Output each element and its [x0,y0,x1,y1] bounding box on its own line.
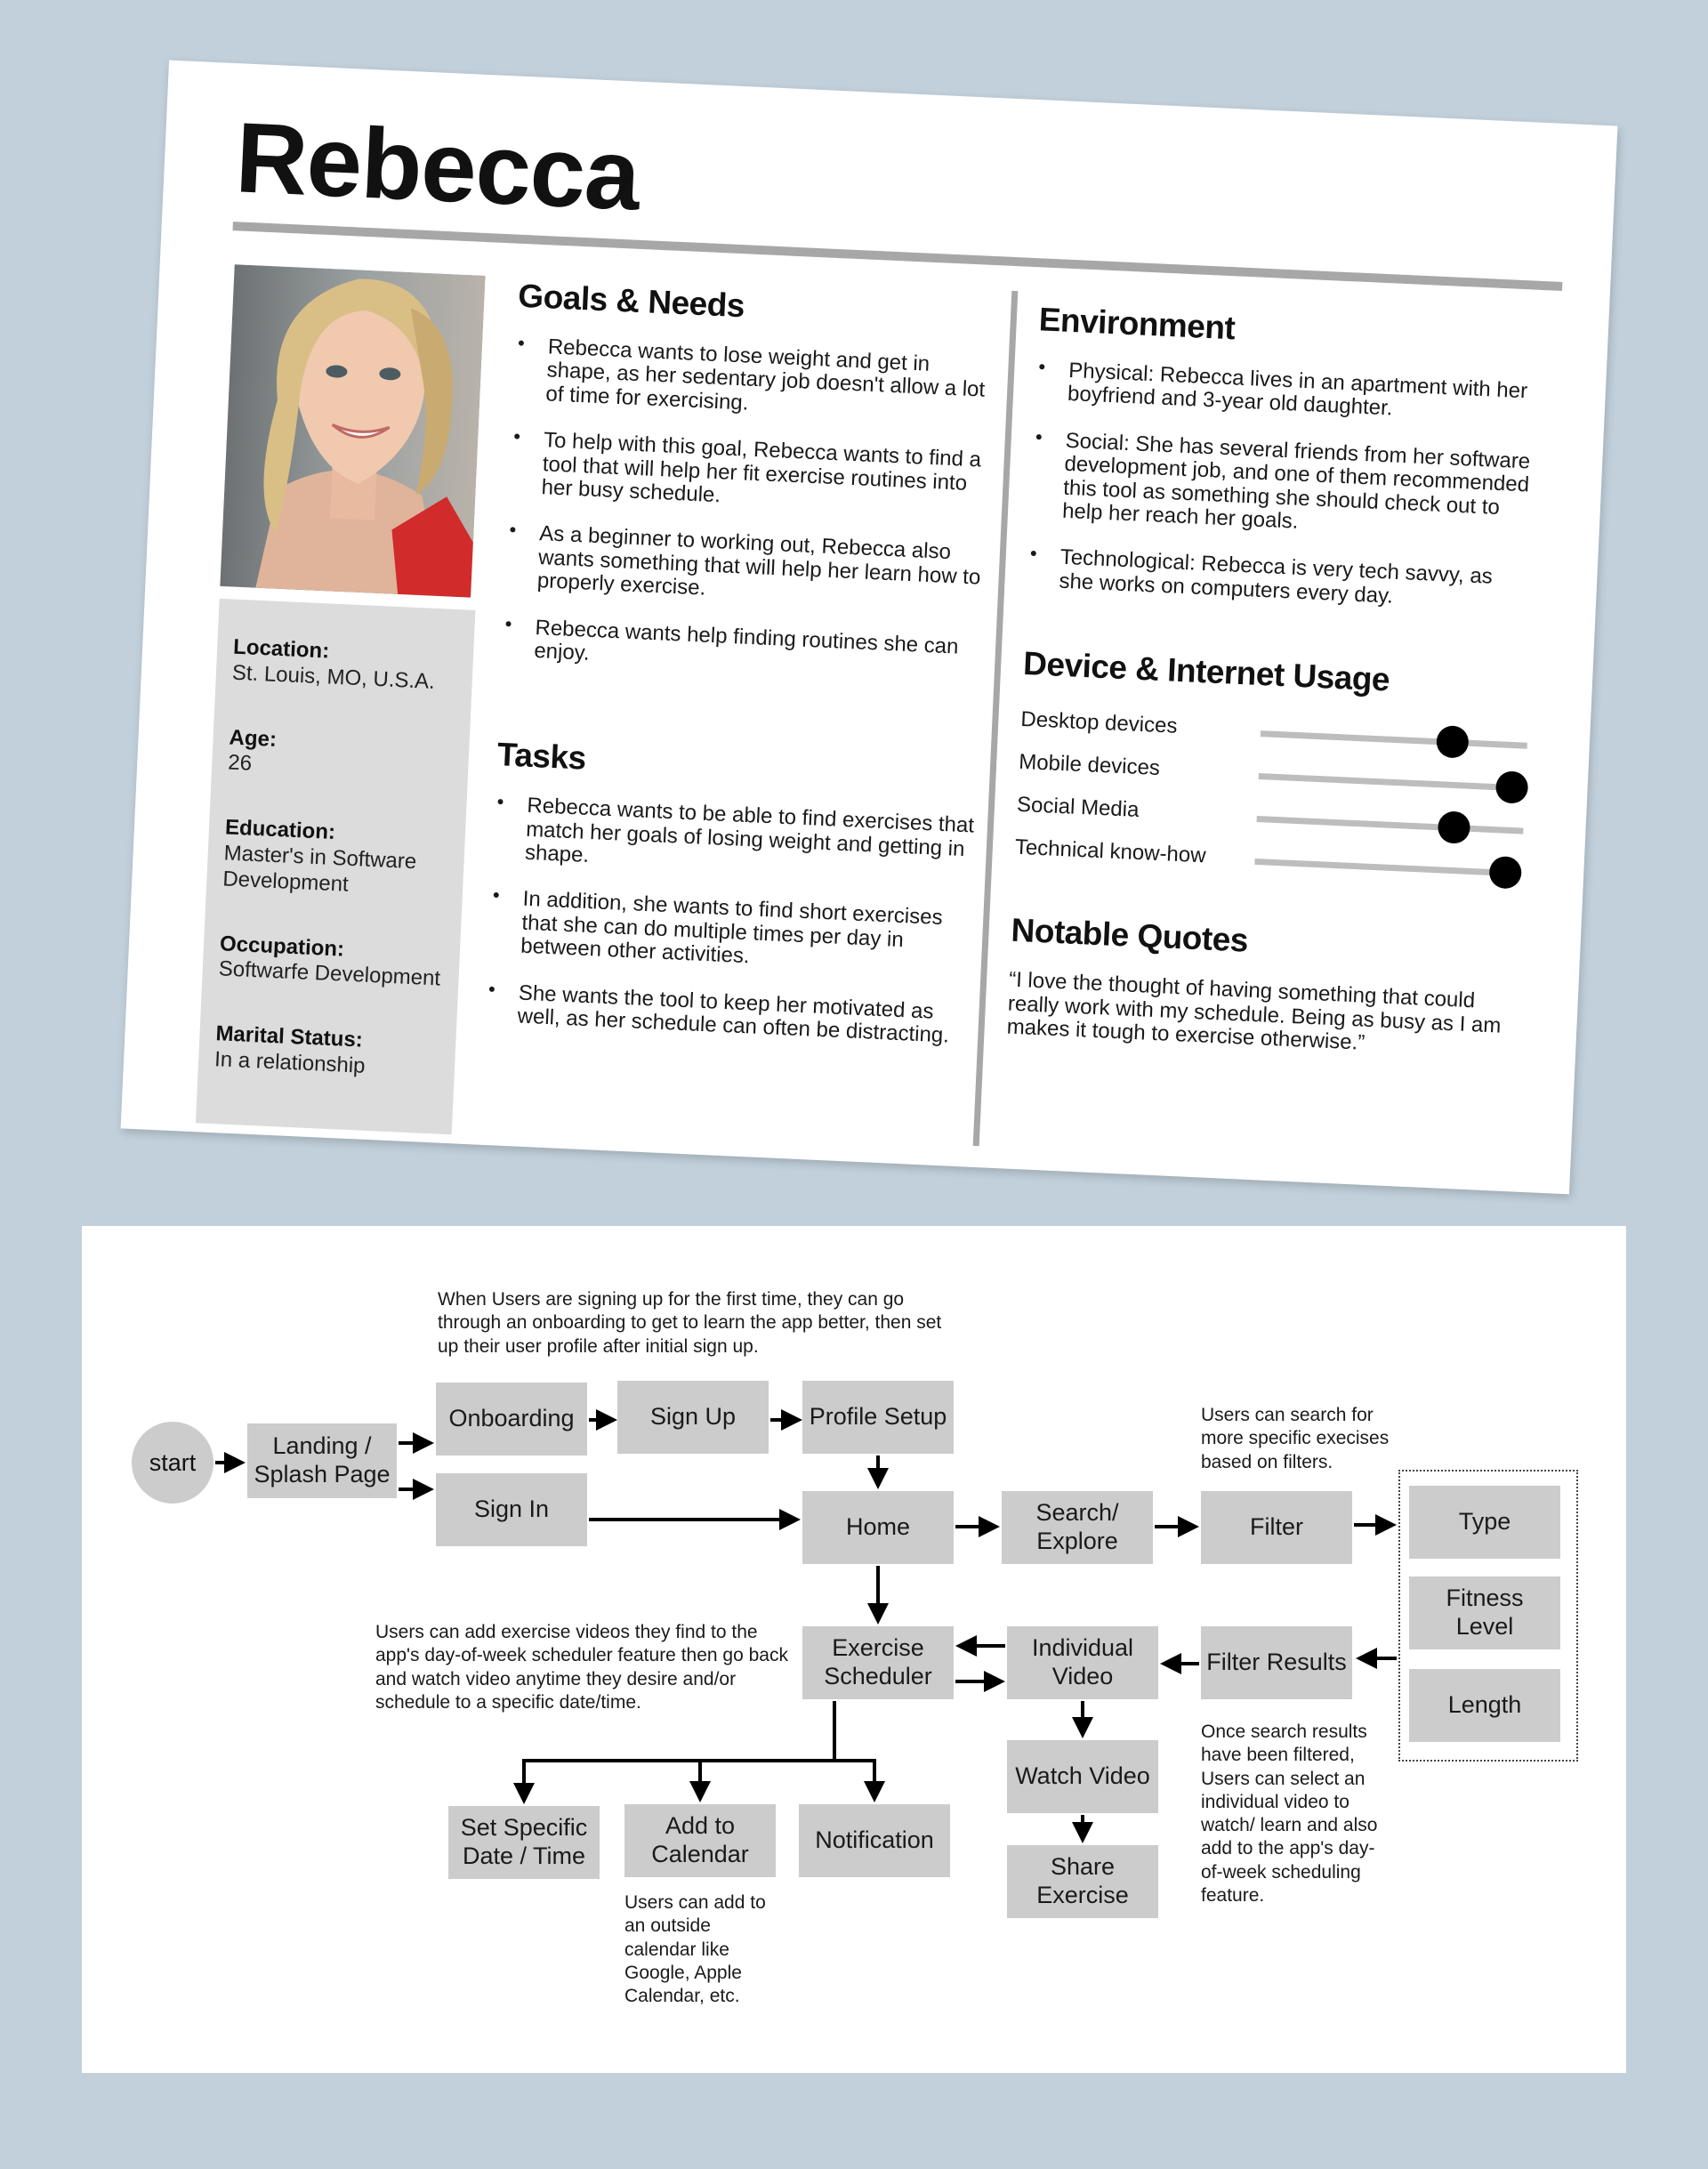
user-flow-diagram: When Users are signing up for the first … [82,1226,1626,2073]
flow-node-set-date-time: Set Specific Date / Time [448,1806,600,1879]
flow-node-exercise-scheduler: Exercise Scheduler [802,1626,954,1699]
list-item: Rebecca wants to be able to find exercis… [493,793,976,885]
list-item: Social: She has several friends from her… [1030,428,1532,544]
list-item: Technological: Rebecca is very tech savv… [1027,544,1527,614]
flow-node-home: Home [802,1491,954,1564]
info-age: Age: 26 [228,725,454,786]
list-item: As a beginner to working out, Rebecca al… [504,521,987,614]
list-item: To help with this goal, Rebecca wants to… [509,428,992,520]
flow-node-length: Length [1409,1669,1560,1742]
goals-heading: Goals & Needs [517,277,745,325]
list-item: Physical: Rebecca lives in an apartment … [1035,358,1535,427]
info-location: Location: St. Louis, MO, U.S.A. [231,635,457,697]
usage-label: Mobile devices [1018,749,1161,781]
usage-level-dot [1437,810,1471,844]
note-calendar: Users can add to an outside calendar lik… [624,1892,766,2006]
flow-node-sign-in: Sign In [436,1473,587,1546]
arrow-scheduler-set-date [513,1701,836,1804]
flow-node-add-to-calendar: Add to Calendar [624,1804,776,1877]
quote-text: “I love the thought of having something … [1006,967,1502,1055]
flow-node-profile-setup: Profile Setup [802,1381,954,1454]
note-results: Once search results have been filtered, … [1201,1721,1378,1906]
flow-start: start [132,1422,214,1504]
usage-level-dot [1436,725,1470,759]
usage-label: Desktop devices [1019,706,1179,738]
usage-level-dot [1488,856,1523,890]
flow-node-watch-video: Watch Video [1007,1740,1158,1813]
note-onboarding: When Users are signing up for the first … [438,1289,942,1357]
flow-node-notification: Notification [799,1804,950,1877]
flow-node-type: Type [1409,1486,1560,1559]
portrait-illustration [220,264,486,598]
info-value: Master's in Software Development [222,841,417,897]
arrow-scheduler-notification [834,1759,885,1802]
usage-track [1256,810,1524,844]
flow-node-share-exercise: Share Exercise [1007,1845,1158,1918]
note-search: Users can search for more specific execi… [1201,1405,1390,1472]
persona-card: Rebecca Location: St. Louis, MO, U.S.A. [120,60,1618,1195]
environment-column: Environment Physical: Rebecca lives in a… [1006,301,1537,1061]
flow-node-fitness-level: Fitness Level [1409,1576,1560,1649]
list-item: Rebecca wants to lose weight and get in … [513,335,996,427]
flow-node-filter-results: Filter Results [1201,1626,1352,1699]
flow-node-individual-video: Individual Video [1007,1626,1158,1699]
usage-label: Technical know-how [1014,835,1207,868]
usage-track [1258,770,1529,804]
demographics-panel: Location: St. Louis, MO, U.S.A. Age: 26 … [195,598,476,1135]
usage-label: Social Media [1016,792,1140,823]
environment-heading: Environment [1037,301,1237,347]
goals-list: Rebecca wants to lose weight and get in … [502,335,996,683]
info-occupation: Occupation: Softwarfe Development [218,931,444,993]
flow-node-sign-up: Sign Up [617,1381,769,1454]
info-marital-status: Marital Status: In a relationship [214,1021,440,1083]
usage-track [1254,856,1523,890]
info-education: Education: Master's in Software Developm… [222,816,450,903]
flow-node-landing: Landing / Splash Page [247,1423,397,1498]
persona-photo [220,264,486,598]
list-item: In addition, she wants to find short exe… [488,887,971,980]
flow-node-filter: Filter [1201,1491,1352,1564]
persona-name: Rebecca [233,101,642,231]
filter-options-group [1398,1470,1578,1762]
environment-list: Physical: Rebecca lives in an apartment … [1027,358,1535,614]
flow-node-onboarding: Onboarding [436,1383,587,1455]
flow-node-search-explore: Search/ Explore [1002,1491,1153,1564]
list-item: Rebecca wants help finding routines she … [502,615,984,683]
list-item: She wants the tool to keep her motivated… [485,980,967,1049]
note-scheduler: Users can add exercise videos they find … [375,1622,788,1713]
usage-track [1260,725,1527,759]
arrow-scheduler-add-calendar [689,1759,834,1802]
tasks-list: Rebecca wants to be able to find exercis… [485,793,975,1048]
goals-tasks-column: Goals & Needs Rebecca wants to lose weig… [484,278,999,1072]
usage-level-dot [1494,770,1529,804]
device-usage-list: Desktop devices Mobile devices Social Me… [1014,702,1529,895]
